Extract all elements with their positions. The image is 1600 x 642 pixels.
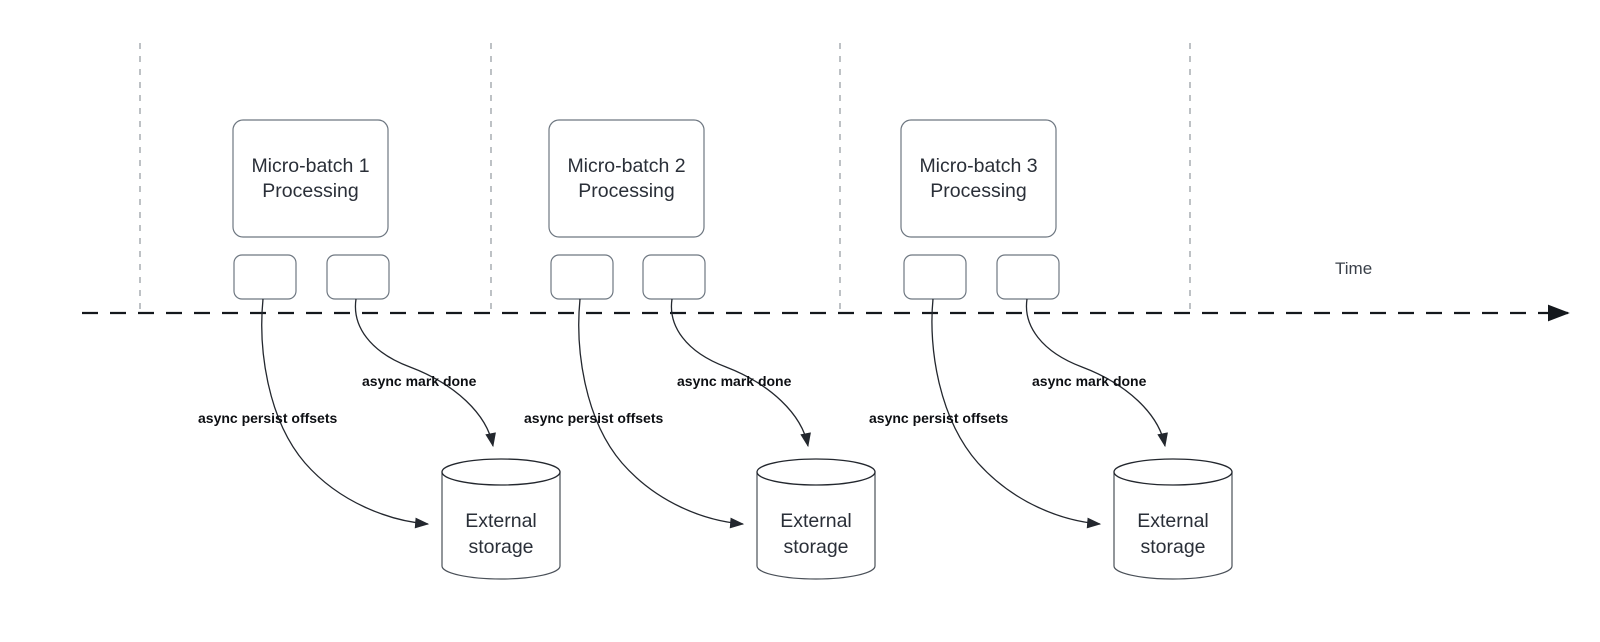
micro-batch-2-task-a-shape — [550, 254, 614, 300]
micro-batch-1-task-a-shape — [233, 254, 297, 300]
micro-batch-2-title-line1: Micro-batch 2 — [567, 155, 685, 177]
micro-batch-2-box-shape — [548, 119, 705, 238]
external-storage-1-line2: storage — [468, 536, 533, 558]
external-storage-1-body — [441, 471, 561, 580]
external-storage-3-line1: External — [1137, 510, 1209, 532]
flow-mark-done-2-label: async mark done — [677, 373, 792, 389]
flow-persist-offsets-2 — [578, 298, 745, 529]
micro-batch-2-task-a[interactable] — [550, 254, 614, 300]
flow-mark-done-2 — [670, 298, 811, 448]
external-storage-3-line2: storage — [1140, 536, 1205, 558]
external-storage-2-body — [756, 471, 876, 580]
micro-batch-1-box-shape — [232, 119, 389, 238]
flow-mark-done-3 — [1025, 298, 1168, 448]
external-storage-2-line1: External — [780, 510, 852, 532]
micro-batch-2-task-b-shape — [642, 254, 706, 300]
external-storage-3[interactable]: External storage — [1113, 458, 1233, 580]
micro-batch-3-task-a[interactable] — [903, 254, 967, 300]
micro-batch-3-box-shape — [900, 119, 1057, 238]
flow-mark-done-3-label: async mark done — [1032, 373, 1147, 389]
flow-persist-offsets-1 — [261, 298, 430, 529]
micro-batch-3-title-line2: Processing — [930, 180, 1026, 202]
batch-boundary-ticks — [139, 43, 1191, 313]
external-storage-1[interactable]: External storage — [441, 458, 561, 580]
external-storage-2[interactable]: External storage — [756, 458, 876, 580]
timeline-label: Time — [1335, 259, 1372, 278]
external-storage-3-body — [1113, 471, 1233, 580]
flow-persist-offsets-3 — [931, 298, 1102, 529]
timeline-axis: Time — [82, 259, 1570, 322]
micro-batch-3-task-b[interactable] — [996, 254, 1060, 300]
micro-batch-1-processing-box[interactable]: Micro-batch 1 Processing — [232, 119, 389, 238]
micro-batch-3-processing-box[interactable]: Micro-batch 3 Processing — [900, 119, 1057, 238]
micro-batch-2-processing-box[interactable]: Micro-batch 2 Processing — [548, 119, 705, 238]
micro-batch-2-task-b[interactable] — [642, 254, 706, 300]
flow-persist-offsets-2-label: async persist offsets — [524, 410, 663, 426]
micro-batch-1-title-line2: Processing — [262, 180, 358, 202]
micro-batch-1-task-a[interactable] — [233, 254, 297, 300]
flow-persist-offsets-1-label: async persist offsets — [198, 410, 337, 426]
batch-group-2: Micro-batch 2 Processing External storag… — [524, 119, 876, 580]
external-storage-1-line1: External — [465, 510, 537, 532]
external-storage-1-top — [441, 458, 561, 486]
micro-batch-3-task-b-shape — [996, 254, 1060, 300]
micro-batch-1-title-line1: Micro-batch 1 — [251, 155, 369, 177]
batch-group-1: Micro-batch 1 Processing External storag… — [198, 119, 561, 580]
external-storage-3-top — [1113, 458, 1233, 486]
flow-persist-offsets-3-label: async persist offsets — [869, 410, 1008, 426]
micro-batch-2-title-line2: Processing — [578, 180, 674, 202]
micro-batch-1-task-b-shape — [326, 254, 390, 300]
batch-group-3: Micro-batch 3 Processing External storag… — [869, 119, 1233, 580]
flow-mark-done-1 — [354, 298, 496, 448]
flow-mark-done-1-label: async mark done — [362, 373, 477, 389]
external-storage-2-top — [756, 458, 876, 486]
micro-batch-3-title-line1: Micro-batch 3 — [919, 155, 1037, 177]
external-storage-2-line2: storage — [783, 536, 848, 558]
micro-batch-3-task-a-shape — [903, 254, 967, 300]
micro-batch-1-task-b[interactable] — [326, 254, 390, 300]
